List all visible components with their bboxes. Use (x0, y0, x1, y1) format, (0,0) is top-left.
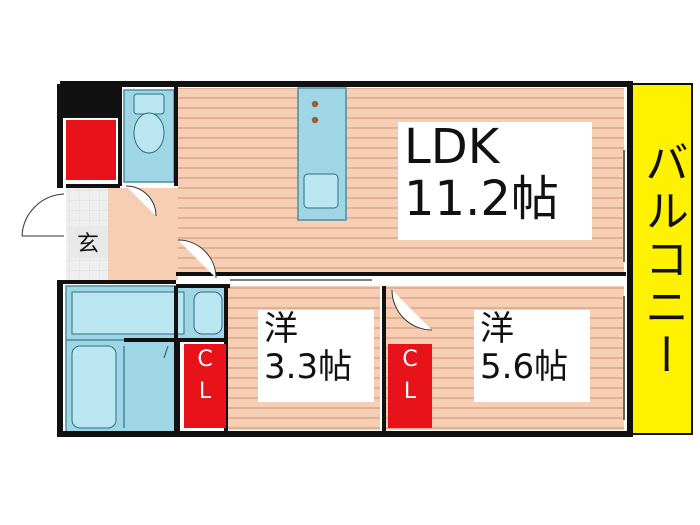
hall-floor (108, 188, 178, 280)
western-room-a-label-line2: 3.3帖 (264, 347, 353, 388)
toilet-tank (133, 93, 165, 115)
closet-a-line2: L (198, 378, 212, 404)
ldk-label: LDK 11.2帖 (398, 119, 592, 240)
hall-door-swing (177, 239, 217, 279)
kitchen-sink (303, 173, 339, 209)
western-room-b-label-line1: 洋 (480, 309, 514, 349)
balcony-area (629, 83, 693, 435)
entrance-door-swing (21, 193, 65, 237)
western-room-a-label-line1: 洋 (264, 309, 298, 349)
entrance-label: 玄 (68, 226, 108, 258)
western-room-a-label: 洋 3.3帖 (258, 310, 374, 402)
washbasin (193, 291, 223, 335)
western-room-b-label: 洋 5.6帖 (474, 310, 590, 402)
western-room-b-label-line2: 5.6帖 (480, 347, 569, 388)
black-block (62, 86, 118, 118)
closet-a: C L (184, 344, 226, 428)
closet-b-line2: L (403, 378, 417, 404)
bathtub (71, 345, 117, 429)
ldk-label-line2: 11.2帖 (404, 170, 559, 227)
closet-b: C L (388, 344, 432, 428)
balcony-label: バルコニー (637, 140, 688, 380)
outer-walls (57, 81, 633, 437)
interior-walls (62, 84, 626, 434)
laundry-pan (71, 291, 185, 335)
room-b-door-swing (391, 289, 433, 331)
stove-burner-1 (311, 100, 319, 108)
closet-a-line1: C (197, 347, 213, 372)
ldk-label-line1: LDK (404, 119, 500, 175)
closet-b-line1: C (402, 347, 418, 372)
toilet-bowl (133, 112, 165, 154)
red-storage (66, 120, 116, 180)
stove-burner-2 (311, 116, 319, 124)
toilet-door-swing (125, 185, 157, 217)
